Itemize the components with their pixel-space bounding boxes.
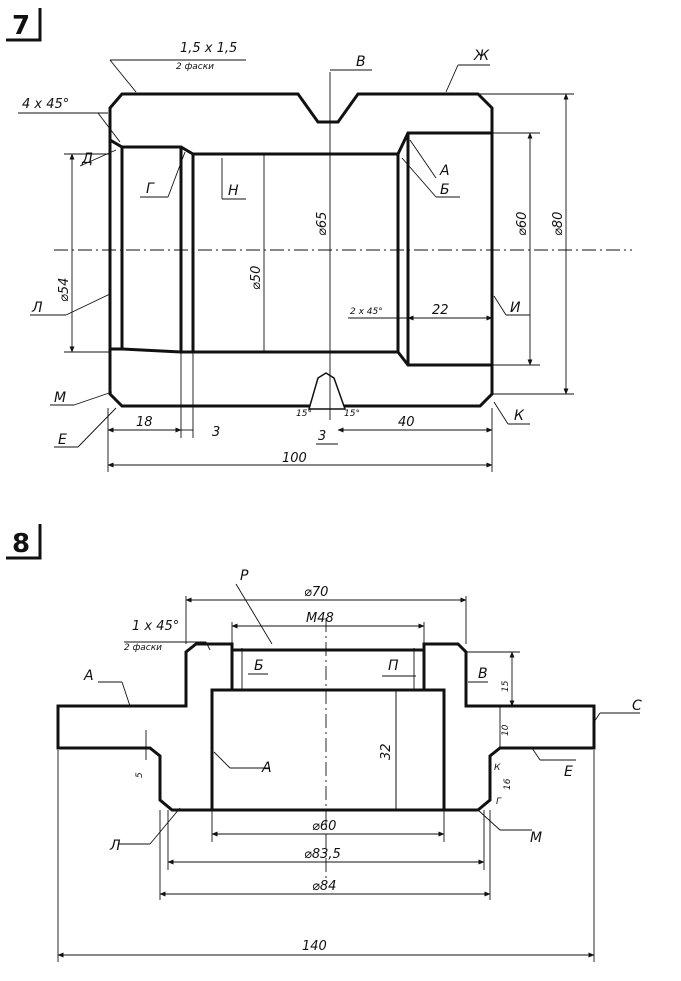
drawing-number: 7 xyxy=(12,11,30,41)
letter-l: Л xyxy=(109,838,121,854)
letter-m: М xyxy=(530,830,542,846)
letter-a: А xyxy=(439,163,450,179)
letter-p2: П xyxy=(388,658,399,674)
letter-b: Б xyxy=(440,182,450,198)
drawing-number: 8 xyxy=(12,529,30,559)
dim-d65: ⌀65 xyxy=(315,212,330,236)
letter-c: С xyxy=(632,698,642,714)
flange-section-left xyxy=(56,642,234,812)
letter-e: Е xyxy=(58,432,67,448)
dim-len3a: 3 xyxy=(212,425,220,440)
dim-d80: ⌀80 xyxy=(551,212,566,236)
dim-140: 140 xyxy=(302,939,327,954)
drawing-number-box: 8 xyxy=(6,524,42,560)
letter-zh: Ж xyxy=(473,48,490,64)
letter-a-inner: А xyxy=(261,760,272,776)
letter-a-left: А xyxy=(83,668,94,684)
dim-len100: 100 xyxy=(282,451,307,466)
letter-v: В xyxy=(356,54,366,70)
letter-n: Н xyxy=(228,183,239,199)
chamfer-label: 1 x 45° xyxy=(132,619,179,634)
letter-i: И xyxy=(510,300,521,316)
dim-10: 10 xyxy=(501,724,511,736)
drawing-7-labels: 1,5 x 1,5 2 фаски 4 x 45° В Ж Д Г Н А Б … xyxy=(22,41,566,466)
flange-outline xyxy=(212,648,444,812)
dim-16: 16 xyxy=(503,778,513,790)
letter-l: Л xyxy=(31,300,43,316)
dim-5: 5 xyxy=(135,772,145,778)
drawing-7: 7 xyxy=(6,8,632,472)
letter-g: Г xyxy=(146,181,155,197)
dim-d84: ⌀84 xyxy=(312,879,336,894)
letter-e: Е xyxy=(564,764,573,780)
dim-d60: ⌀60 xyxy=(312,819,336,834)
dim-len3b: 3 xyxy=(318,429,326,444)
letter-k: К xyxy=(494,763,501,773)
chamfer-top-sub: 2 фаски xyxy=(176,62,214,72)
dim-d83-5: ⌀83,5 xyxy=(304,847,341,862)
dim-d50: ⌀50 xyxy=(249,266,264,290)
dim-d60: ⌀60 xyxy=(515,212,530,236)
drawing-8: 8 xyxy=(6,524,642,962)
letter-p: Р xyxy=(240,568,249,584)
drawing-8-labels: Р ⌀70 М48 1 x 45° 2 фаски А Б П В С Е К … xyxy=(83,568,642,954)
letter-g: Г xyxy=(496,797,502,807)
dimension-lines xyxy=(57,583,640,962)
flange-section-right xyxy=(422,642,596,812)
dim-d54: ⌀54 xyxy=(57,278,72,302)
letter-v: В xyxy=(478,666,488,682)
part-section-upper xyxy=(108,92,494,156)
letter-k: К xyxy=(514,408,525,424)
dim-d70: ⌀70 xyxy=(304,585,328,600)
chamfer-top-label: 1,5 x 1,5 xyxy=(180,41,237,56)
dim-15: 15 xyxy=(501,680,511,692)
drawing-number-box: 7 xyxy=(6,8,42,42)
letter-m: М xyxy=(54,390,66,406)
dim-len40: 40 xyxy=(398,415,415,430)
letter-b: Б xyxy=(254,658,264,674)
chamfer-left-label: 4 x 45° xyxy=(22,97,69,112)
dimension-lines xyxy=(18,59,574,472)
dim-m48: М48 xyxy=(306,611,334,626)
dim-chamfer-right: 2 x 45° xyxy=(350,307,383,317)
letter-d: Д xyxy=(81,151,93,167)
dim-angle1: 15° xyxy=(296,409,312,419)
part-section-lower xyxy=(108,347,494,410)
dim-len22: 22 xyxy=(432,303,449,318)
dim-len18: 18 xyxy=(136,415,153,430)
part-outline xyxy=(108,72,494,420)
dim-32: 32 xyxy=(379,743,394,760)
dim-angle2: 15° xyxy=(344,409,360,419)
chamfer-sub: 2 фаски xyxy=(124,643,162,653)
